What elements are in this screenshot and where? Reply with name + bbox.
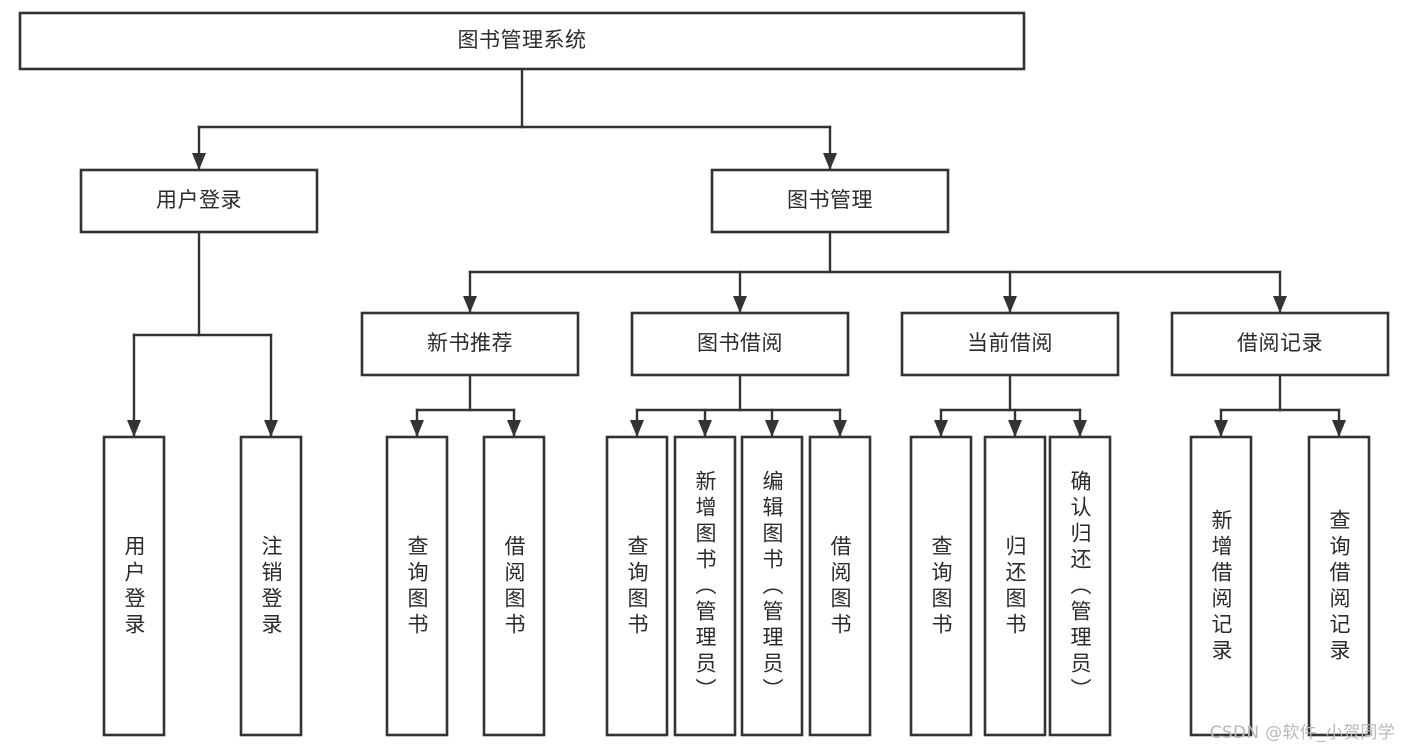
arrow-borrow-record-1 — [1332, 420, 1346, 437]
node-box-layer — [18, 11, 1390, 737]
arrow-book-borrow-3 — [833, 420, 847, 437]
arrow-root-1 — [823, 153, 837, 170]
node-box-leaf-record-query[interactable] — [1307, 435, 1371, 737]
arrow-current-borrow-0 — [934, 420, 948, 437]
arrow-borrow-record-0 — [1214, 420, 1228, 437]
node-box-leaf-borrow-add-book[interactable] — [673, 435, 737, 737]
arrow-book-manage-0 — [463, 296, 477, 313]
node-box-leaf-current-query-book[interactable] — [909, 435, 973, 737]
arrow-current-borrow-1 — [1008, 420, 1022, 437]
arrow-new-book-rec-0 — [410, 420, 424, 437]
arrow-root-0 — [192, 153, 206, 170]
connector-layer — [127, 67, 1346, 438]
arrow-book-manage-1 — [733, 296, 747, 313]
node-box-book-borrow[interactable] — [630, 311, 850, 377]
node-box-leaf-borrow-query-book[interactable] — [605, 435, 669, 737]
arrow-user-login-0 — [127, 420, 141, 437]
node-box-borrow-record[interactable] — [1170, 311, 1390, 377]
node-box-leaf-current-return-book[interactable] — [983, 435, 1047, 737]
arrow-book-manage-2 — [1003, 296, 1017, 313]
node-box-book-manage[interactable] — [710, 168, 950, 234]
arrow-new-book-rec-1 — [507, 420, 521, 437]
arrow-current-borrow-2 — [1073, 420, 1087, 437]
arrow-book-borrow-2 — [765, 420, 779, 437]
arrow-book-borrow-1 — [698, 420, 712, 437]
node-box-root[interactable] — [18, 11, 1026, 71]
arrow-book-borrow-0 — [630, 420, 644, 437]
node-box-leaf-rec-query-book[interactable] — [385, 435, 449, 737]
node-box-leaf-current-confirm-return[interactable] — [1048, 435, 1112, 737]
arrow-book-manage-3 — [1273, 296, 1287, 313]
arrow-user-login-1 — [264, 420, 278, 437]
node-box-user-login[interactable] — [79, 168, 319, 234]
node-box-leaf-record-add[interactable] — [1189, 435, 1253, 737]
node-box-leaf-borrow-edit-book[interactable] — [740, 435, 804, 737]
watermark-text: CSDN @软件_小贺同学 — [1209, 723, 1395, 743]
node-box-leaf-rec-borrow-book[interactable] — [482, 435, 546, 737]
node-box-leaf-borrow-borrow-book[interactable] — [808, 435, 872, 737]
node-box-leaf-user-logout[interactable] — [239, 435, 303, 737]
node-box-new-book-rec[interactable] — [360, 311, 580, 377]
node-box-current-borrow[interactable] — [900, 311, 1120, 377]
node-box-leaf-user-login[interactable] — [102, 435, 166, 737]
